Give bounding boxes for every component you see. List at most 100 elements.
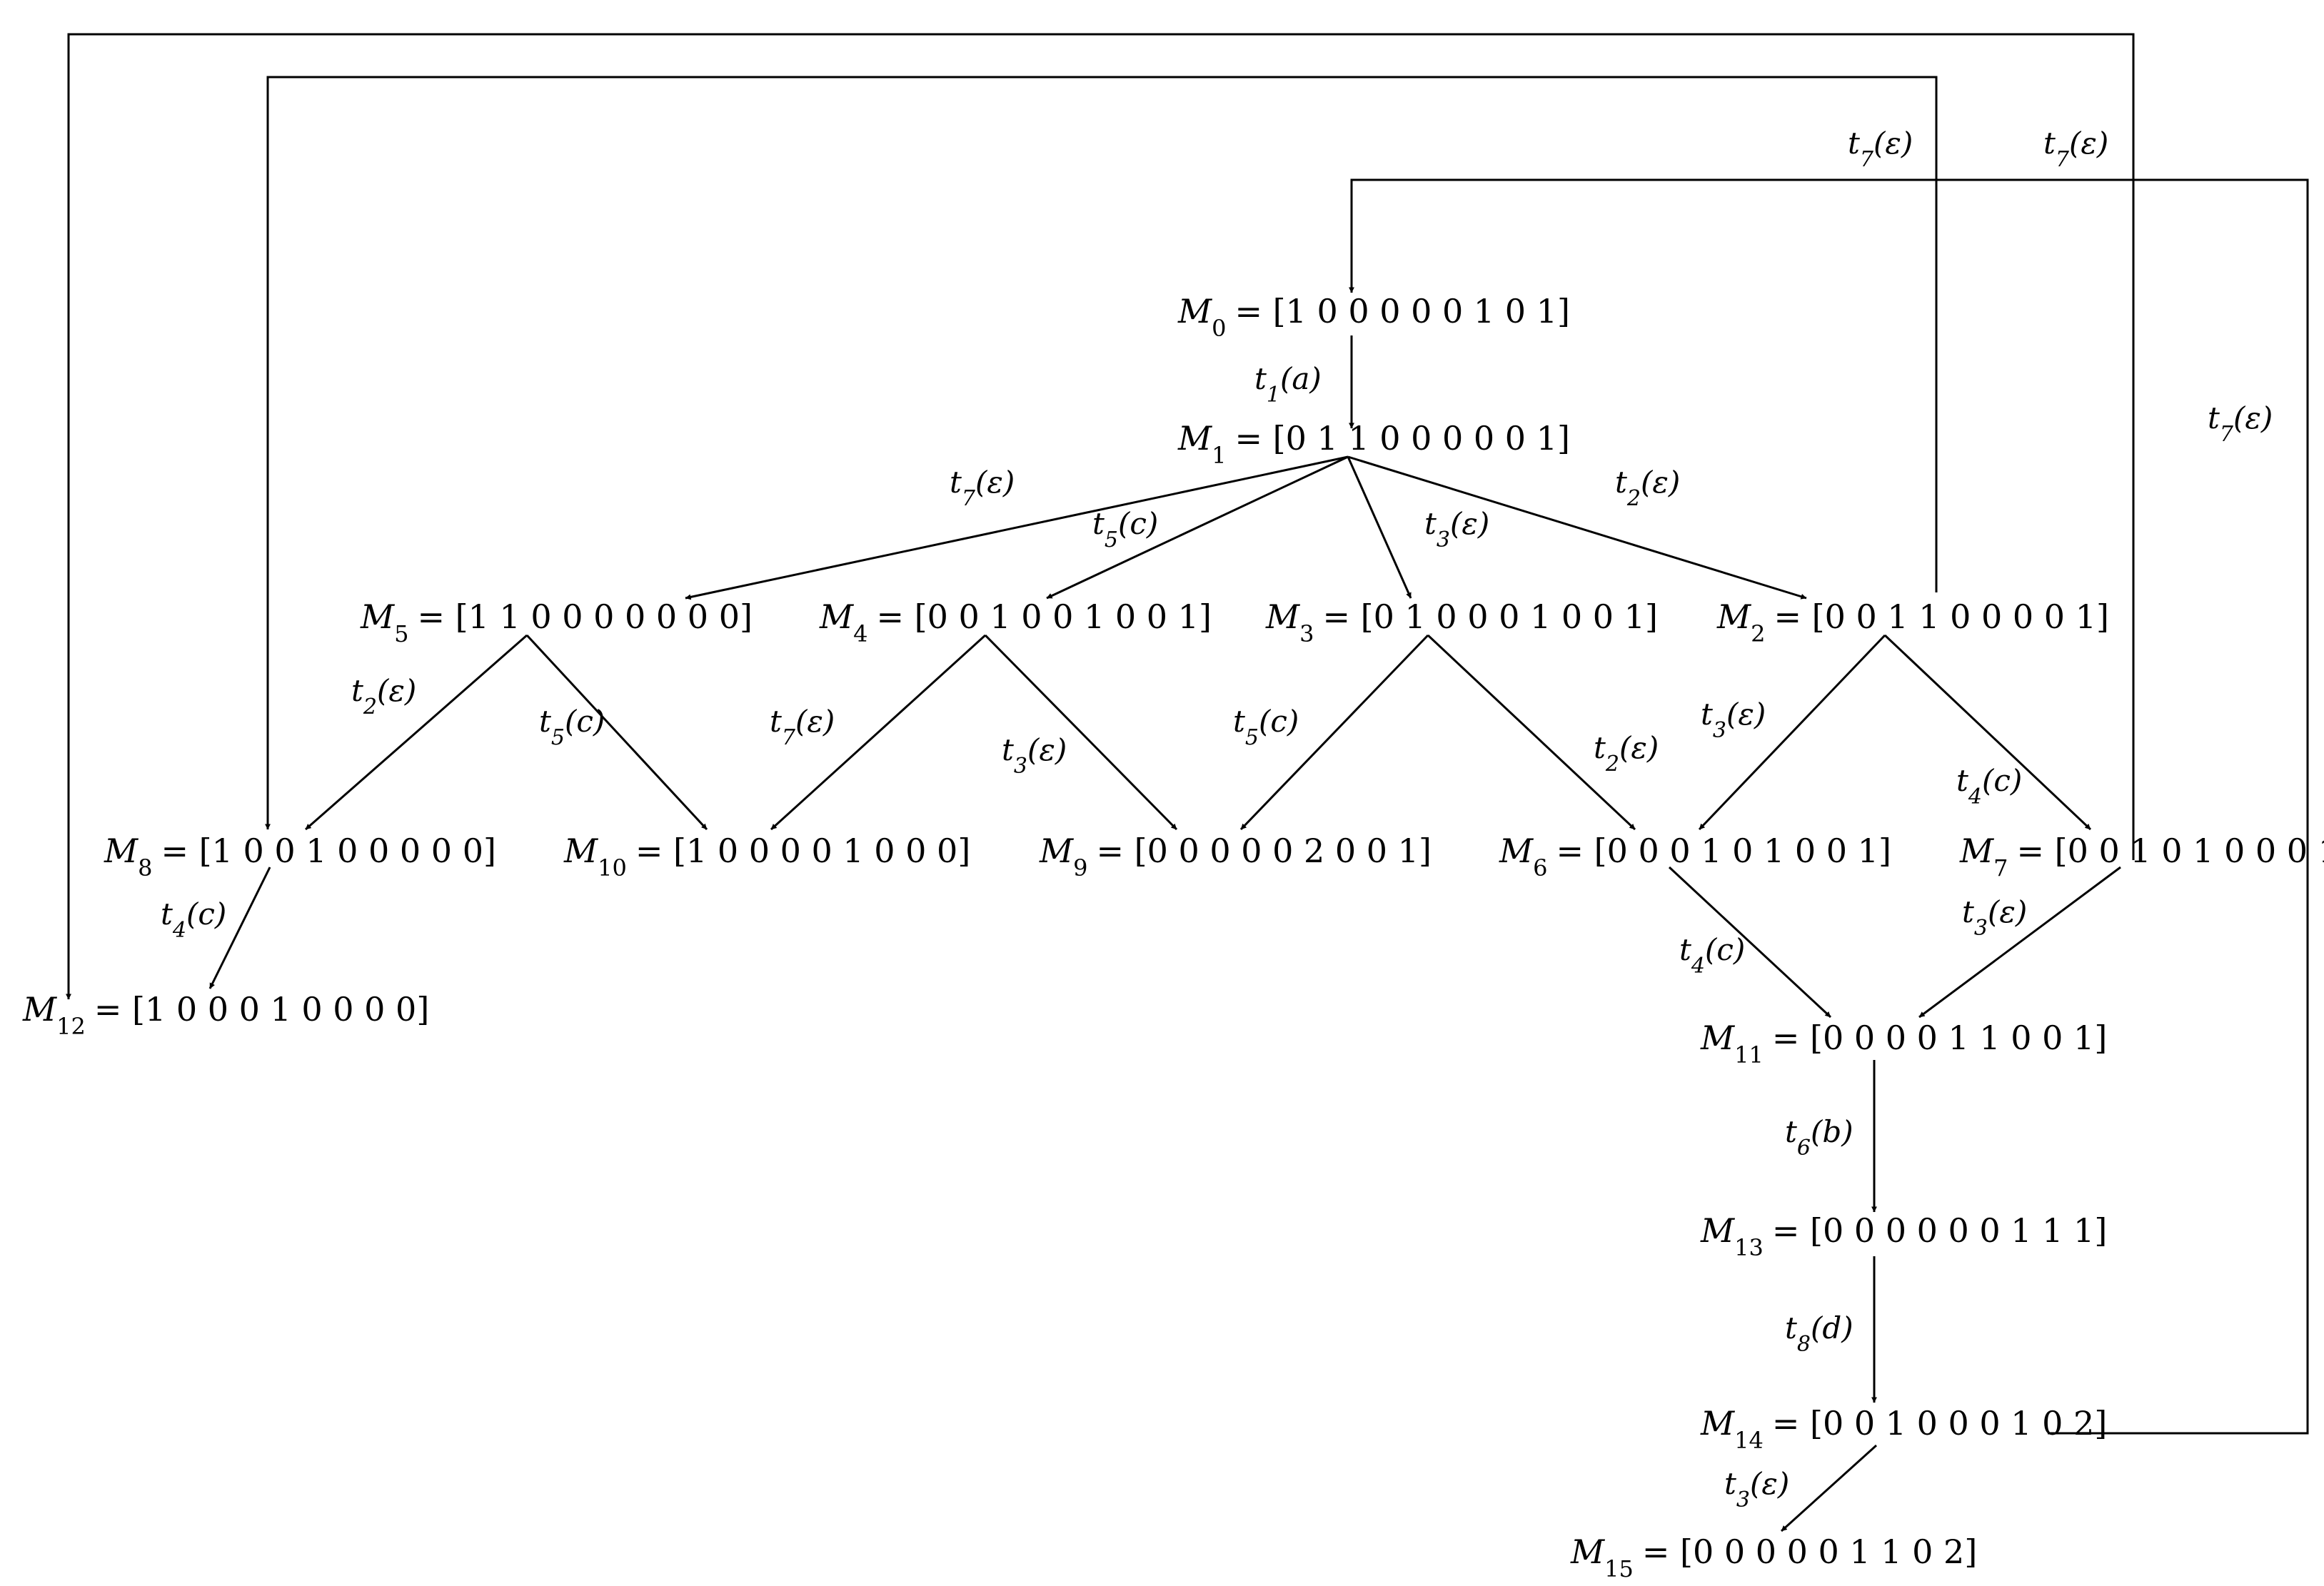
marking-subscript: 0 — [1212, 315, 1226, 342]
transition-edge-m2-m6 — [1698, 634, 1886, 831]
marking-vector: [0 0 0 0 0 0 1 1 1] — [1810, 1211, 2107, 1250]
transition-edge-m3-m9 — [1239, 634, 1429, 831]
marking-node-m0: M0 = [1 0 0 0 0 0 1 0 1] — [1177, 292, 1570, 342]
equals-sign: = — [1556, 832, 1594, 870]
equals-sign: = — [1642, 1532, 1680, 1571]
marking-vector: [0 1 1 0 0 0 0 0 1] — [1273, 419, 1570, 458]
transition-label-m5-m8: t2(ε) — [351, 673, 416, 719]
transition-edge-m8-m12 — [208, 867, 271, 989]
marking-vector: [1 0 0 0 0 0 1 0 1] — [1273, 292, 1570, 330]
marking-node-m14: M14 = [0 0 1 0 0 0 1 0 2] — [1700, 1404, 2107, 1454]
marking-vector: [0 0 0 0 1 1 0 0 1] — [1810, 1019, 2107, 1057]
marking-vector: [1 0 0 1 0 0 0 0 0] — [199, 832, 496, 870]
marking-node-m6: M6 = [0 0 0 1 0 1 0 0 1] — [1499, 832, 1891, 882]
transition-edge-m1-m3 — [1347, 456, 1412, 599]
marking-subscript: 13 — [1734, 1234, 1764, 1261]
marking-node-m8: M8 = [1 0 0 1 0 0 0 0 0] — [104, 832, 496, 882]
marking-vector: [0 0 1 0 0 0 1 0 2] — [1810, 1404, 2107, 1443]
equals-sign: = — [2016, 832, 2054, 870]
equals-sign: = — [1772, 1404, 1810, 1443]
transition-edge-m5-m10 — [525, 634, 708, 831]
transition-label-m5-m10: t5(c) — [539, 704, 605, 750]
equals-sign: = — [1772, 1019, 1810, 1057]
marking-name: M — [104, 832, 139, 870]
transition-edge-m14-m15 — [1780, 1444, 1878, 1532]
marking-subscript: 8 — [138, 854, 152, 882]
marking-node-m15: M15 = [0 0 0 0 0 1 1 0 2] — [1570, 1532, 1977, 1582]
marking-vector: [0 0 0 0 0 2 0 0 1] — [1135, 832, 1432, 870]
equals-sign: = — [417, 597, 455, 636]
transition-label-m3-m9: t5(c) — [1233, 704, 1299, 750]
transition-edge-m7-m12 — [66, 33, 2135, 1000]
transition-edge-m7-m11 — [1918, 866, 2121, 1019]
transition-label-m7-m11: t3(ε) — [1962, 894, 2027, 941]
equals-sign: = — [161, 832, 198, 870]
marking-name: M — [1039, 832, 1075, 870]
marking-node-m11: M11= [0 0 0 0 1 1 0 0 1] — [1700, 1019, 2107, 1069]
marking-node-m4: M4= [0 0 1 0 0 1 0 0 1] — [819, 597, 1212, 647]
marking-name: M — [360, 597, 396, 636]
marking-name: M — [1959, 832, 1995, 870]
equals-sign: = — [1322, 597, 1360, 636]
transition-label-m1-m4: t5(c) — [1092, 506, 1158, 552]
marking-name: M — [1499, 832, 1534, 870]
transition-edge-m3-m6 — [1427, 634, 1636, 831]
transition-label-m2-m7: t4(c) — [1956, 763, 2022, 809]
transition-label-m1-m3: t3(ε) — [1424, 506, 1489, 552]
transition-edge-m4-m9 — [984, 634, 1178, 831]
transition-edge-m5-m8 — [305, 634, 528, 831]
transition-edge-m14-m0 — [1349, 178, 2309, 1435]
marking-subscript: 6 — [1533, 854, 1547, 882]
marking-name: M — [1700, 1404, 1736, 1443]
marking-name: M — [1177, 292, 1213, 330]
marking-vector: [0 0 1 1 0 0 0 0 1] — [1812, 597, 2109, 636]
transition-edge-m2-m7 — [1883, 634, 2092, 831]
marking-vector: [1 0 0 0 1 0 0 0 0] — [132, 990, 429, 1029]
marking-subscript: 3 — [1299, 620, 1314, 647]
transition-edge-m6-m11 — [1668, 866, 1832, 1019]
transition-label-m14-m15: t3(ε) — [1724, 1466, 1789, 1512]
marking-name: M — [1716, 597, 1752, 636]
marking-name: M — [563, 832, 599, 870]
marking-vector: [0 0 0 1 0 1 0 0 1] — [1594, 832, 1891, 870]
marking-subscript: 1 — [1212, 442, 1226, 469]
transition-edge-m4-m10 — [770, 634, 987, 831]
marking-subscript: 5 — [394, 620, 408, 647]
marking-vector: [1 0 0 0 0 1 0 0 0] — [673, 832, 970, 870]
marking-subscript: 4 — [853, 620, 867, 647]
transition-edge-m2-m8 — [265, 76, 1938, 830]
marking-name: M — [22, 990, 58, 1029]
equals-sign: = — [1774, 597, 1811, 636]
marking-subscript: 9 — [1073, 854, 1087, 882]
equals-sign: = — [1234, 292, 1272, 330]
marking-vector: [1 1 0 0 0 0 0 0 0] — [456, 597, 753, 636]
marking-subscript: 14 — [1734, 1427, 1764, 1454]
marking-name: M — [1570, 1532, 1606, 1571]
equals-sign: = — [1234, 419, 1272, 458]
marking-subscript: 15 — [1604, 1555, 1634, 1582]
transition-label-m8-m12: t4(c) — [161, 896, 226, 943]
marking-vector: [0 0 1 0 0 1 0 0 1] — [915, 597, 1212, 636]
marking-node-m5: M5 = [1 1 0 0 0 0 0 0 0] — [360, 597, 753, 647]
transition-label-m11-m13: t6(b) — [1785, 1114, 1853, 1161]
transition-label-m4-m9: t3(ε) — [1002, 732, 1067, 779]
equals-sign: = — [635, 832, 673, 870]
marking-node-m9: M9= [0 0 0 0 0 2 0 0 1] — [1039, 832, 1432, 882]
marking-node-m2: M2 = [0 0 1 1 0 0 0 0 1] — [1716, 597, 2109, 647]
equals-sign: = — [94, 990, 132, 1029]
transition-edge-m1-m2 — [1347, 455, 1807, 600]
marking-name: M — [1700, 1019, 1736, 1057]
transition-edge-m1-m5 — [685, 455, 1349, 600]
transition-edge-m1-m4 — [1046, 455, 1349, 600]
marking-subscript: 2 — [1751, 620, 1765, 647]
transition-label-m13-m14: t8(d) — [1785, 1310, 1853, 1357]
marking-node-m13: M13= [0 0 0 0 0 0 1 1 1] — [1700, 1211, 2107, 1261]
marking-vector: [0 0 0 0 0 1 1 0 2] — [1680, 1532, 1977, 1571]
marking-vector: [0 1 0 0 0 1 0 0 1] — [1361, 597, 1658, 636]
transition-label-m3-m6: t2(ε) — [1594, 730, 1659, 777]
marking-name: M — [1265, 597, 1301, 636]
marking-name: M — [1177, 419, 1213, 458]
marking-node-m10: M10= [1 0 0 0 0 1 0 0 0] — [563, 832, 970, 882]
transition-label-m6-m11: t4(c) — [1679, 932, 1745, 979]
equals-sign: = — [876, 597, 914, 636]
